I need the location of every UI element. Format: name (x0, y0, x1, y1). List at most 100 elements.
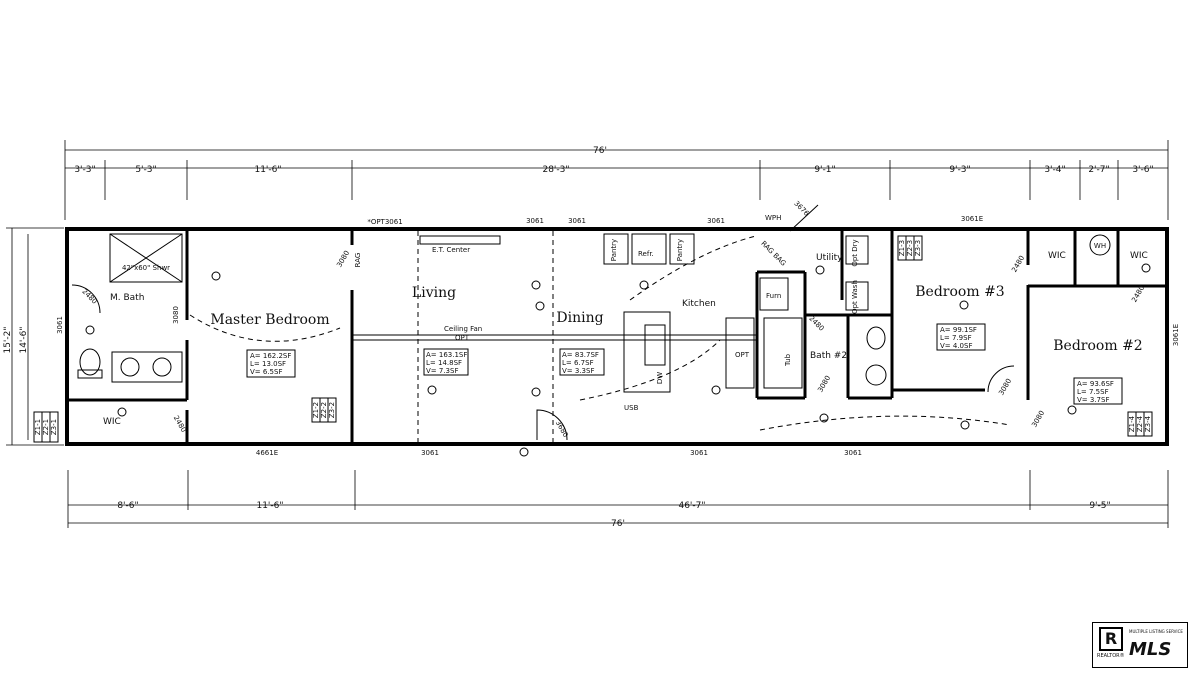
door-d3: 2480 (172, 414, 188, 433)
window-top2: 3061 (568, 217, 586, 225)
wic-master-label: WIC (103, 417, 121, 427)
usb-label: USB (624, 404, 639, 412)
zone-left-1: Z1-1 (34, 419, 42, 435)
kitchen-label: Kitchen (682, 299, 716, 309)
shower (109, 233, 183, 283)
top-dim-7: 3'-4" (1044, 165, 1065, 175)
window-bot4: 3061 (844, 449, 862, 457)
window-right: 3061E (1172, 324, 1180, 346)
svg-text:Pantry: Pantry (676, 239, 684, 261)
top-dim-1: 3'-3" (74, 165, 95, 175)
svg-text:Opt Dry: Opt Dry (851, 239, 859, 266)
door-d10: 2480 (1010, 254, 1026, 273)
mls-label: MLS (1129, 639, 1172, 660)
et-center-label: E.T. Center (432, 246, 470, 254)
svg-text:WIC: WIC (1130, 251, 1148, 261)
master-bath: 42"x60" Shwr M. Bath WIC 3061 2480 3080 … (56, 233, 188, 434)
bottom-dim-4: 9'-5" (1089, 501, 1110, 511)
ragbag-label: RAG BAG (759, 240, 787, 268)
opt-range-label: OPT (735, 351, 750, 359)
svg-text:L= 7.9SF: L= 7.9SF (940, 334, 972, 342)
range-counter (725, 317, 755, 389)
side-dimensions: 15'-2" 14'-6" Z1-1 Z2-1 Z3-1 (3, 227, 64, 446)
window-bot2: 3061 (421, 449, 439, 457)
furnace (759, 277, 789, 311)
svg-text:A= 163.1SF: A= 163.1SF (426, 351, 467, 359)
svg-text:WIC: WIC (1048, 251, 1066, 261)
svg-text:V= 3.3SF: V= 3.3SF (562, 367, 594, 375)
svg-text:Z3-2: Z3-2 (328, 402, 336, 418)
wph-label: WPH (765, 214, 781, 222)
overall-top-dim: 76' (593, 146, 607, 156)
svg-text:A= 83.7SF: A= 83.7SF (562, 351, 599, 359)
zone-box-left: Z1-1 Z2-1 Z3-1 (33, 411, 59, 443)
pantry-1 (603, 233, 629, 265)
bedroom2-label: Bedroom #2 (1053, 338, 1142, 354)
shower-label: 42"x60" Shwr (122, 264, 170, 272)
sink-2 (865, 364, 887, 386)
svg-text:V= 3.7SF: V= 3.7SF (1077, 396, 1109, 404)
door-d2: 3080 (172, 306, 180, 324)
bath-2: Tub Bath #2 3080 (763, 317, 887, 394)
svg-text:Opt Wash: Opt Wash (851, 280, 859, 314)
bath2-label: Bath #2 (810, 351, 847, 361)
zone-left-2: Z2-1 (42, 419, 50, 435)
top-dim-8: 2'-7" (1088, 165, 1109, 175)
mls-logo: R REALTOR® MULTIPLE LISTING SERVICE MLS (1092, 622, 1188, 668)
overall-bottom-dim: 76' (611, 519, 625, 529)
top-dim-5: 9'-1" (814, 165, 835, 175)
toilet-2 (866, 326, 886, 350)
living-label: Living (412, 285, 456, 301)
utility-room: WPH 3676 RAG BAG Utility Opt Dry Opt Was… (759, 199, 869, 333)
svg-text:Z3-4: Z3-4 (1144, 415, 1152, 432)
mls-service-label: MULTIPLE LISTING SERVICE (1129, 629, 1183, 634)
svg-text:Z1-2: Z1-2 (312, 402, 320, 418)
exterior-wall (65, 227, 1169, 446)
door-d11: 3080 (1030, 409, 1046, 428)
svg-text:A= 93.6SF: A= 93.6SF (1077, 380, 1114, 388)
opt3061-label: *OPT3061 (367, 218, 402, 226)
svg-text:L= 14.8SF: L= 14.8SF (426, 359, 462, 367)
zone-box-master: Z1-2 Z2-2 Z3-2 (311, 397, 337, 423)
top-dim-2: 5'-3" (135, 165, 156, 175)
window-left: 3061 (56, 316, 64, 334)
living-room: Living E.T. Center Ceiling Fan OPT A= 16… (367, 218, 501, 457)
dining-room: Dining A= 83.7SF L= 6.7SF V= 3.3SF 3061 … (526, 217, 639, 441)
top-dim-3: 11'-6" (254, 165, 281, 175)
bottom-dim-1: 8'-6" (117, 501, 138, 511)
top-dim-4: 28'-3" (542, 165, 569, 175)
svg-text:V= 7.3SF: V= 7.3SF (426, 367, 458, 375)
bottom-dim-3: 46'-7" (678, 501, 705, 511)
door-d7: 2480 (807, 314, 825, 332)
wic-bed3: WIC WH (1048, 234, 1111, 261)
svg-text:Pantry: Pantry (610, 239, 618, 261)
utility-label: Utility (816, 253, 843, 263)
interior-walls (69, 231, 1165, 442)
window-top4: 3061E (961, 215, 983, 223)
door-d1 (71, 284, 101, 314)
svg-text:V= 4.0SF: V= 4.0SF (940, 342, 972, 350)
refrigerator (631, 233, 667, 265)
svg-text:Z2-2: Z2-2 (320, 402, 328, 418)
svg-text:Z3-3: Z3-3 (914, 240, 922, 256)
top-dim-6: 9'-3" (949, 165, 970, 175)
water-heater (1089, 234, 1111, 256)
window-bot3: 3061 (690, 449, 708, 457)
zone-left-3: Z3-1 (50, 419, 58, 435)
svg-text:2480: 2480 (80, 287, 98, 305)
zone-box-bed2: Z1-4 Z2-4 Z3-4 (1127, 411, 1153, 437)
svg-text:L= 6.7SF: L= 6.7SF (562, 359, 594, 367)
wic-bed2: WIC 2480 (1130, 251, 1148, 304)
bottom-dim-2: 11'-6" (256, 501, 283, 511)
door-d4: 3080 (335, 249, 351, 268)
rag-label: RAG (354, 253, 362, 268)
svg-text:Z2-3: Z2-3 (906, 240, 914, 256)
side-dim-outer: 15'-2" (3, 326, 13, 353)
door-d5: 3680 (554, 419, 570, 438)
kitchen-island (623, 311, 671, 393)
svg-text:V= 6.5SF: V= 6.5SF (250, 368, 282, 376)
door-d6: 3676 (792, 199, 811, 218)
dining-label: Dining (556, 310, 603, 326)
bottom-dimensions: 8'-6" 11'-6" 46'-7" 9'-5" 76' (67, 470, 1169, 529)
door-d8: 3080 (816, 374, 832, 393)
